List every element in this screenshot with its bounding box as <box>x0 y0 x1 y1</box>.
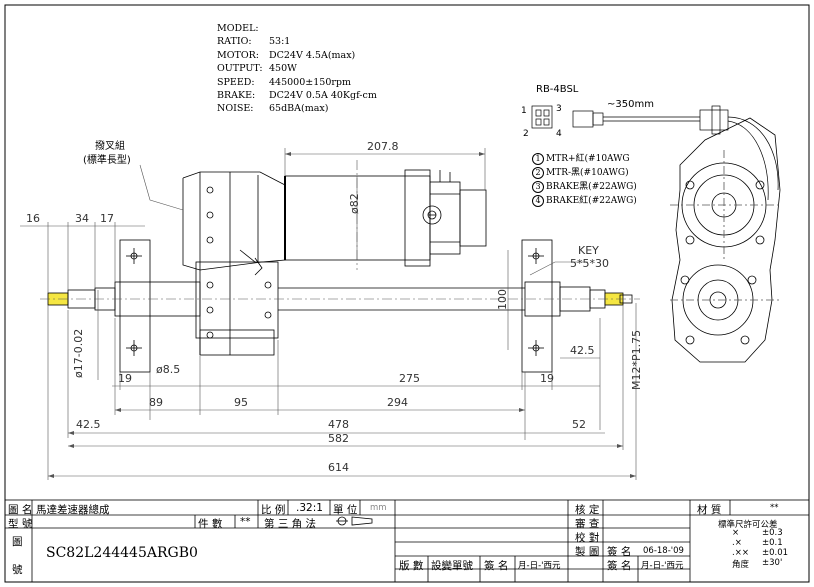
dim-dia-17: ø17-0.02 <box>72 328 85 378</box>
callout-line2: (標準長型) <box>83 155 131 166</box>
connector-model: RB-4BSL <box>536 84 579 95</box>
tb-tol-k0: × <box>732 528 740 538</box>
tb-rev-label: 設變單號 <box>431 560 473 572</box>
pin-label-4: 4 <box>556 129 562 139</box>
gearbox-housing <box>182 171 286 356</box>
tb-drawing-no: SC82L244445ARGB0 <box>46 545 198 561</box>
tb-sign-label: 簽 名 <box>607 546 632 558</box>
dim-16: 16 <box>26 212 40 225</box>
tb-check-label: 核 定 <box>575 504 600 516</box>
tb-unit-label: 單 位 <box>333 504 358 516</box>
drawing-frame <box>4 4 810 583</box>
dim-m12: M12*P1.75 <box>630 329 643 390</box>
tb-tol-k3: 角度 <box>732 560 750 570</box>
tb-review-label: 審 查 <box>575 518 600 530</box>
dim-dia-82: ø82 <box>348 193 361 214</box>
tb-tol-k1: .× <box>732 538 742 548</box>
spec-brake: BRAKE:DC24V 0.5A 40Kgf-cm <box>217 90 377 102</box>
tb-material-label: 材 質 <box>697 504 722 516</box>
tb-rev-no-label: 版 數 <box>399 560 424 572</box>
right-bracket <box>521 239 553 373</box>
spec-ratio: RATIO:53:1 <box>217 36 291 48</box>
motor-lock-icon <box>422 205 442 225</box>
dim-614: 614 <box>328 461 349 474</box>
spec-output: OUTPUT:450W <box>217 63 297 75</box>
tb-material-value: ** <box>770 503 779 513</box>
pin-label-1: 1 <box>521 106 527 116</box>
tb-date-label: 月-日-'西元 <box>518 561 561 571</box>
dim-89: 89 <box>149 396 163 409</box>
dim-42-5-left: 42.5 <box>76 418 101 431</box>
pin-label-2: 2 <box>523 129 529 139</box>
tb-tol-k2: .×× <box>732 548 749 558</box>
dim-478: 478 <box>328 418 349 431</box>
key-size: 5*5*30 <box>570 257 609 270</box>
dim-95: 95 <box>234 396 248 409</box>
tb-name-label: 圖 名 <box>8 504 33 516</box>
spec-motor: MOTOR:DC24V 4.5A(max) <box>217 49 356 61</box>
tb-sign2-label: 簽 名 <box>484 560 509 572</box>
tb-drawing-no-label2: 號 <box>12 564 23 576</box>
dim-dia-8-5: ø8.5 <box>156 363 181 376</box>
tb-projection-label: 第 三 角 法 <box>264 518 317 530</box>
tb-qty-label: 件 數 <box>198 518 223 530</box>
tb-scale-label: 比 例 <box>261 504 286 516</box>
spec-block: MODEL: RATIO:53:1 MOTOR:DC24V 4.5A(max) … <box>217 22 377 116</box>
tb-draw-label: 製 圖 <box>575 546 600 558</box>
tb-tol-v0: ±0.3 <box>762 528 783 538</box>
callout-line1: 撥叉組 <box>95 141 125 152</box>
tb-name-value: 馬達差速器總成 <box>36 504 110 516</box>
tb-unit-value: mm <box>370 503 387 513</box>
dim-294: 294 <box>387 396 408 409</box>
tb-tol-v1: ±0.1 <box>762 538 783 548</box>
tb-tol-v2: ±0.01 <box>762 548 789 558</box>
tb-drawing-no-label: 圖 <box>12 536 23 548</box>
tb-model-label: 型 號 <box>8 518 33 530</box>
tb-tol-title: 標準尺許可公差 <box>718 520 778 530</box>
dim-17: 17 <box>100 212 114 225</box>
spec-speed: SPEED:445000±150rpm <box>217 76 351 88</box>
tb-scale-value: .32:1 <box>296 502 323 514</box>
dim-207-8: 207.8 <box>367 140 399 153</box>
left-bracket <box>119 239 151 373</box>
motor-body <box>284 169 487 267</box>
dim-19-left: 19 <box>118 372 132 385</box>
tb-qty-value: ** <box>240 516 251 528</box>
side-view <box>670 117 781 363</box>
connector-drawing <box>531 105 779 201</box>
dim-42-5-right: 42.5 <box>570 344 595 357</box>
spec-model: MODEL: <box>217 23 259 34</box>
dim-19-right: 19 <box>540 372 554 385</box>
tb-tol-v3: ±30' <box>762 558 783 568</box>
dim-100: 100 <box>496 289 509 310</box>
tb-verify-label: 校 對 <box>575 532 600 544</box>
dim-582: 582 <box>328 432 349 445</box>
key-label: KEY <box>578 244 599 257</box>
cable-length: ~350mm <box>607 99 654 110</box>
tb-sign3-label: 簽 名 <box>607 560 632 572</box>
dim-34: 34 <box>75 212 89 225</box>
tb-date-label2: 月-日-'西元 <box>641 561 684 571</box>
spec-noise: NOISE:65dBA(max) <box>217 103 329 115</box>
title-block-grid <box>4 499 810 583</box>
dim-275: 275 <box>399 372 420 385</box>
dim-52: 52 <box>572 418 586 431</box>
tb-date-value: 06-18-'09 <box>643 546 684 556</box>
pin-label-3: 3 <box>556 104 562 114</box>
